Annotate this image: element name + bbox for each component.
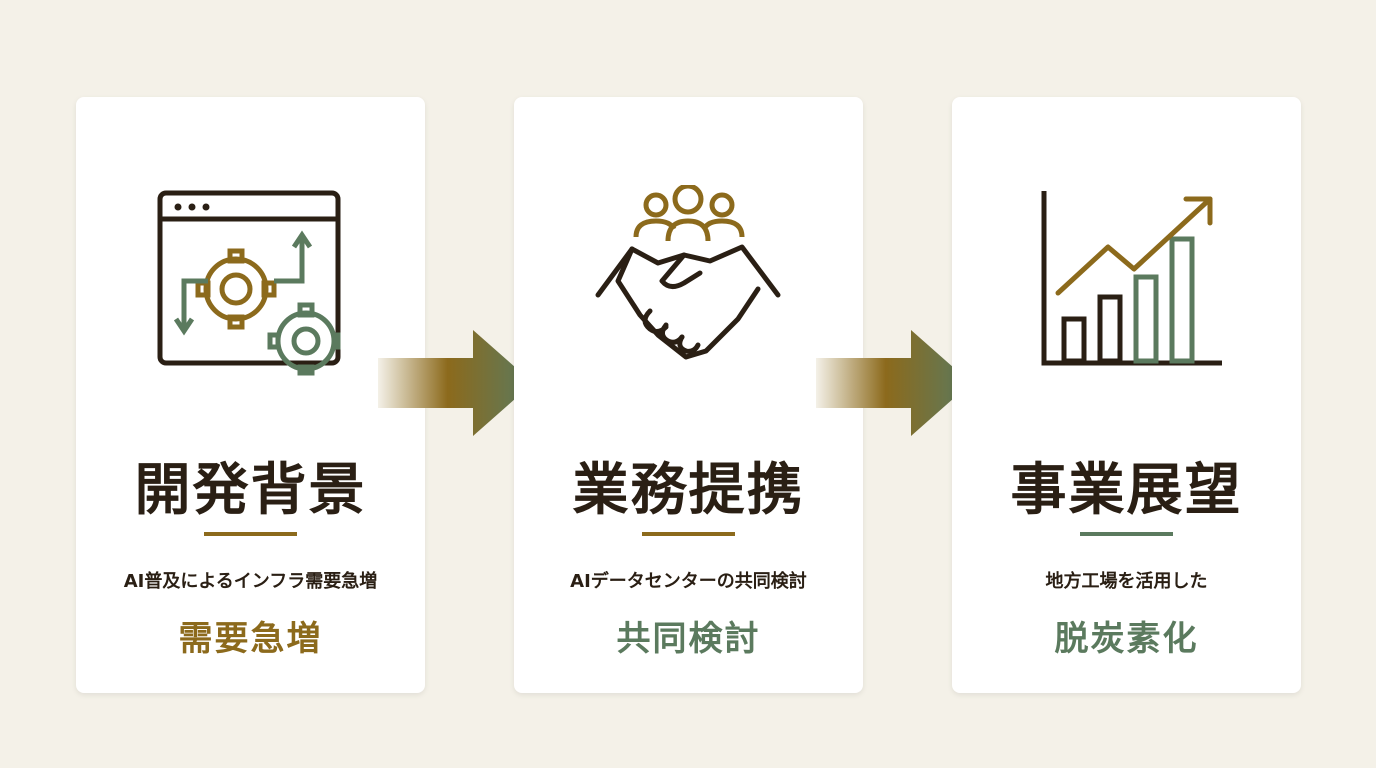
card-keyword: 需要急増 — [178, 619, 323, 659]
card-keyword: 脱炭素化 — [1054, 619, 1199, 659]
card-title: 業務提携 — [572, 457, 805, 523]
divider — [204, 532, 297, 536]
card-subtitle: 地方工場を活用した — [1045, 571, 1208, 592]
handshake-team-icon — [595, 185, 781, 360]
divider — [642, 532, 735, 536]
card-business-alliance: 業務提携 AIデータセンターの共同検討 共同検討 — [514, 97, 863, 693]
card-title: 事業展望 — [1010, 457, 1243, 523]
growth-chart-icon — [1041, 191, 1222, 366]
card-business-outlook: 事業展望 地方工場を活用した 脱炭素化 — [952, 97, 1301, 693]
flow-arrow-1 — [378, 330, 533, 436]
gear-window-icon — [157, 190, 341, 376]
divider — [1080, 532, 1173, 536]
card-title: 開発背景 — [134, 457, 367, 523]
flow-arrow-2 — [816, 330, 971, 436]
card-subtitle: AI普及によるインフラ需要急増 — [123, 571, 378, 592]
card-keyword: 共同検討 — [616, 619, 761, 659]
card-development-background: 開発背景 AI普及によるインフラ需要急増 需要急増 — [76, 97, 425, 693]
card-subtitle: AIデータセンターの共同検討 — [570, 571, 807, 592]
